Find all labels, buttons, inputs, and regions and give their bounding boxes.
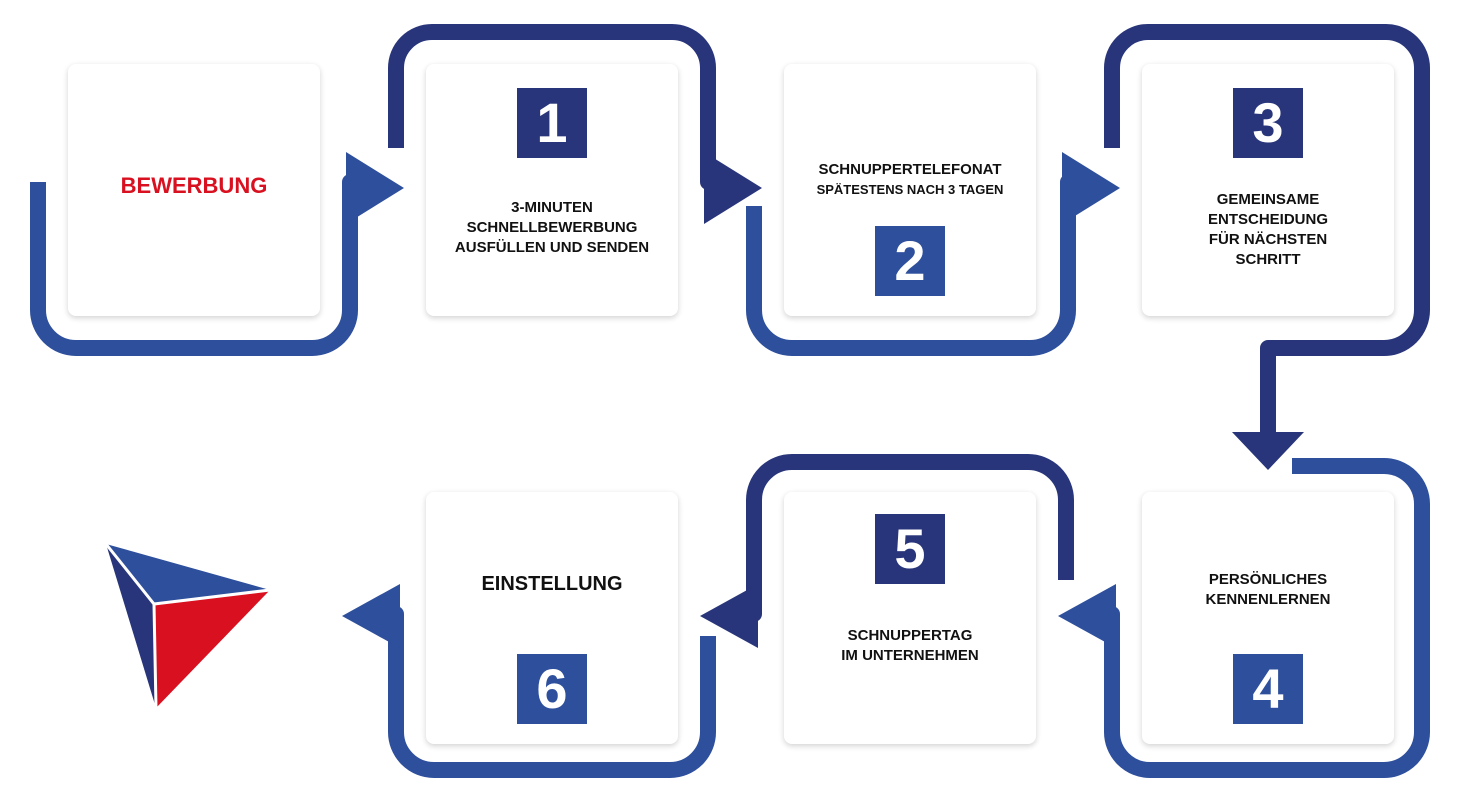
connector-step1 <box>388 24 730 190</box>
step-number-2: 2 <box>875 226 945 296</box>
connector-step2 <box>746 174 1088 356</box>
logo-facet-right <box>154 590 270 708</box>
step-title-2: SCHNUPPERTELEFONAT <box>818 161 1002 178</box>
connector-step4 <box>1090 458 1430 778</box>
arrow-down-4 <box>1232 432 1304 470</box>
arrow-right-3 <box>1062 152 1120 224</box>
connector-step5 <box>732 454 1074 622</box>
arrow-right-2 <box>704 152 762 224</box>
connector-step6 <box>374 606 716 778</box>
step-text-1: 3-MINUTEN SCHNELLBEWERBUNG AUSFÜLLEN UND… <box>454 199 650 256</box>
arrow-left-5 <box>1058 584 1116 648</box>
step-number-1: 1 <box>517 88 587 158</box>
step-text-5: SCHNUPPERTAG IM UNTERNEHMEN <box>841 627 979 664</box>
logo-facet-top <box>106 544 270 604</box>
step-card-4: PERSÖNLICHES KENNENLERNEN 4 <box>1142 492 1394 744</box>
step-card-6: EINSTELLUNG 6 <box>426 492 678 744</box>
step-text-2: SCHNUPPERTELEFONAT SPÄTESTENS NACH 3 TAG… <box>794 140 1026 220</box>
step-card-2: SCHNUPPERTELEFONAT SPÄTESTENS NACH 3 TAG… <box>784 64 1036 316</box>
connector-step3 <box>1104 24 1430 432</box>
step-card-5: 5 SCHNUPPERTAG IM UNTERNEHMEN <box>784 492 1036 744</box>
arrow-right-1 <box>346 152 404 224</box>
step-number-3: 3 <box>1233 88 1303 158</box>
step-number-4: 4 <box>1233 654 1303 724</box>
step-text-3: GEMEINSAME ENTSCHEIDUNG FÜR NÄCHSTEN SCH… <box>1207 191 1328 268</box>
step-text-6: EINSTELLUNG <box>481 573 623 595</box>
step-subtitle-2: SPÄTESTENS NACH 3 TAGEN <box>816 182 1004 197</box>
start-card: BEWERBUNG <box>68 64 320 316</box>
start-label: BEWERBUNG <box>120 173 268 198</box>
triangle-logo-icon <box>104 543 271 709</box>
step-text-4: PERSÖNLICHES KENNENLERNEN <box>1205 571 1331 608</box>
step-card-3: 3 GEMEINSAME ENTSCHEIDUNG FÜR NÄCHSTEN S… <box>1142 64 1394 316</box>
step-number-5: 5 <box>875 514 945 584</box>
arrow-left-7 <box>342 584 400 648</box>
step-card-1: 1 3-MINUTEN SCHNELLBEWERBUNG AUSFÜLLEN U… <box>426 64 678 316</box>
step-number-6: 6 <box>517 654 587 724</box>
connector-start <box>30 174 372 356</box>
logo-facet-left <box>106 544 156 708</box>
arrow-left-6 <box>700 584 758 648</box>
